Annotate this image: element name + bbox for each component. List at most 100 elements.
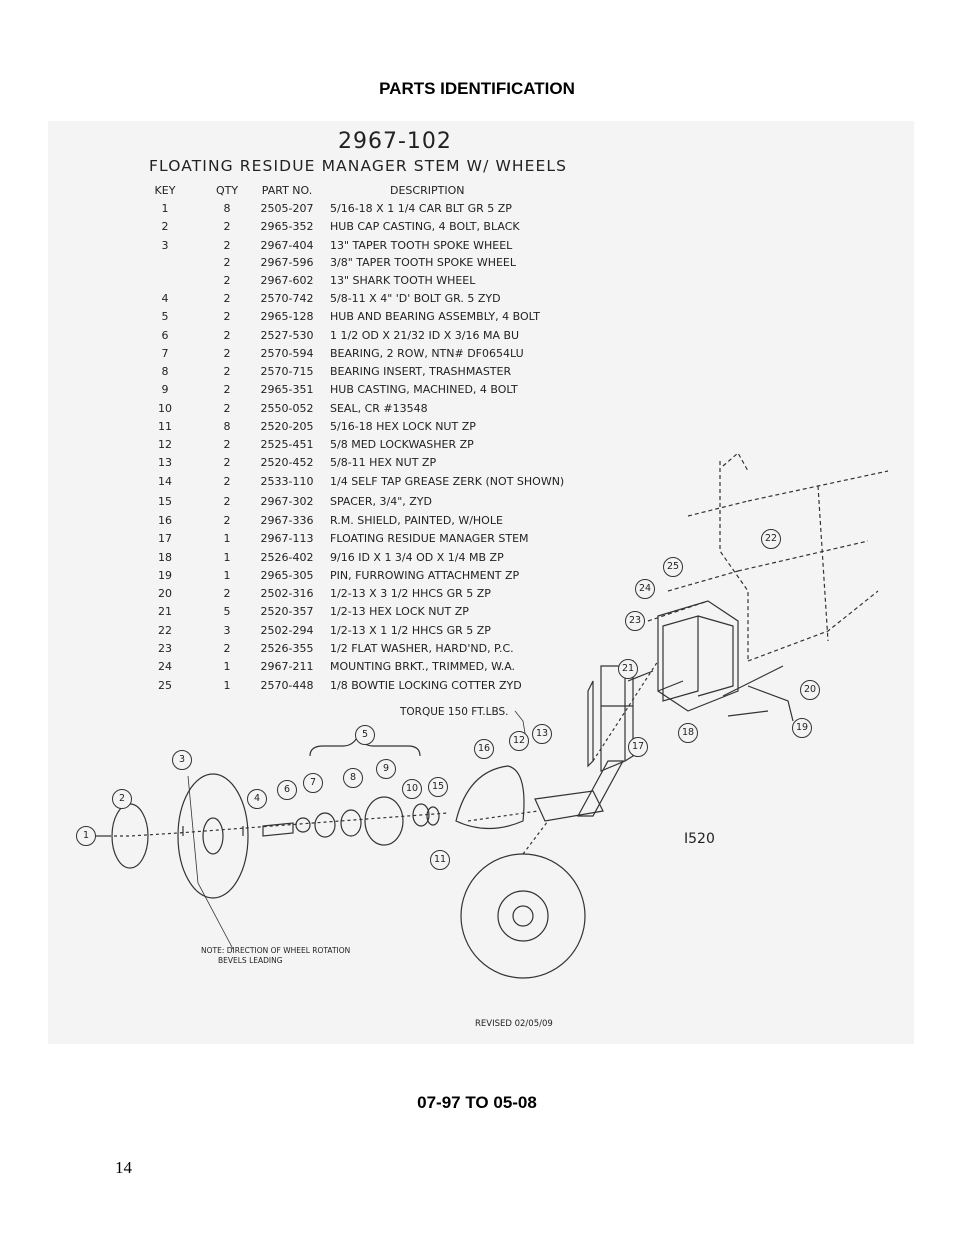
part-qty: 2 — [223, 365, 231, 378]
part-qty: 1 — [223, 679, 231, 692]
part-qty: 2 — [223, 438, 231, 451]
part-number: 2965-351 — [260, 383, 314, 396]
page-number: 14 — [115, 1158, 132, 1177]
stem-assembly — [576, 659, 634, 817]
part-qty: 2 — [223, 347, 231, 360]
part-key: 21 — [158, 605, 172, 618]
part-key: 1 — [161, 202, 169, 215]
part-number: 2526-355 — [260, 642, 314, 655]
part-key: 3 — [161, 239, 169, 252]
header-qty: QTY — [215, 184, 239, 197]
part-description: 1/8 BOWTIE LOCKING COTTER ZYD — [330, 679, 522, 692]
part-number: 2527-530 — [260, 329, 314, 342]
part-qty: 5 — [223, 605, 231, 618]
part-number: 2570-742 — [260, 292, 314, 305]
part-description: 5/16-18 X 1 1/4 CAR BLT GR 5 ZP — [330, 202, 512, 215]
shield — [455, 765, 525, 830]
part-qty: 2 — [223, 256, 231, 269]
part-number: 2525-451 — [260, 438, 314, 451]
callout-2: 2 — [112, 789, 132, 809]
drawing-subtitle: FLOATING RESIDUE MANAGER STEM W/ WHEELS — [149, 157, 568, 175]
part-qty: 2 — [223, 310, 231, 323]
part-description: 13" SHARK TOOTH WHEEL — [330, 274, 476, 287]
part-number: 2967-113 — [260, 532, 314, 545]
part-description: R.M. SHIELD, PAINTED, W/HOLE — [330, 514, 503, 527]
part-key: 10 — [158, 402, 172, 415]
part-key: 20 — [158, 587, 172, 600]
part-qty: 2 — [223, 475, 231, 488]
part-description: BEARING INSERT, TRASHMASTER — [330, 365, 512, 378]
callout-22: 22 — [761, 529, 781, 549]
part-qty: 2 — [223, 292, 231, 305]
callout-3: 3 — [172, 750, 192, 770]
part-number: 2967-404 — [260, 239, 314, 252]
part-description: FLOATING RESIDUE MANAGER STEM — [330, 532, 529, 545]
callout-24: 24 — [635, 579, 655, 599]
part-number: 2520-205 — [260, 420, 314, 433]
part-key: 6 — [161, 329, 169, 342]
callout-21: 21 — [618, 659, 638, 679]
rotation-note: NOTE: DIRECTION OF WHEEL ROTATION BEVELS… — [201, 946, 350, 966]
part-qty: 2 — [223, 239, 231, 252]
part-key: 12 — [158, 438, 172, 451]
part-qty: 2 — [223, 495, 231, 508]
part-key: 18 — [158, 551, 172, 564]
part-qty: 2 — [223, 402, 231, 415]
part-qty: 1 — [223, 532, 231, 545]
part-key: 8 — [161, 365, 169, 378]
part-key: 14 — [158, 475, 172, 488]
part-description: BEARING, 2 ROW, NTN# DF0654LU — [330, 347, 524, 360]
callout-6: 6 — [277, 780, 297, 800]
callout-9: 9 — [376, 759, 396, 779]
part-key: 25 — [158, 679, 172, 692]
part-key: 23 — [158, 642, 172, 655]
part-key: 15 — [158, 495, 172, 508]
part-description: HUB AND BEARING ASSEMBLY, 4 BOLT — [330, 310, 540, 323]
part-number: 2502-294 — [260, 624, 314, 637]
part-number: 2965-352 — [260, 220, 314, 233]
callout-5: 5 — [355, 725, 375, 745]
part-key: 19 — [158, 569, 172, 582]
header-part-no: PART NO. — [261, 184, 313, 197]
part-description: 3/8" TAPER TOOTH SPOKE WHEEL — [330, 256, 517, 269]
part-number: 2967-602 — [260, 274, 314, 287]
part-number: 2965-305 — [260, 569, 314, 582]
callout-13: 13 — [532, 724, 552, 744]
part-key: 7 — [161, 347, 169, 360]
part-number: 2570-715 — [260, 365, 314, 378]
callout-4: 4 — [247, 789, 267, 809]
part-description: HUB CAP CASTING, 4 BOLT, BLACK — [330, 220, 520, 233]
exploded-parts-drawing: 2967-102 FLOATING RESIDUE MANAGER STEM W… — [48, 121, 914, 1044]
part-number: 2570-594 — [260, 347, 314, 360]
part-description: 1/2-13 HEX LOCK NUT ZP — [330, 605, 469, 618]
callout-11: 11 — [430, 850, 450, 870]
part-description: 5/8 MED LOCKWASHER ZP — [330, 438, 474, 451]
part-description: 1/2-13 X 1 1/2 HHCS GR 5 ZP — [330, 624, 491, 637]
callout-7: 7 — [303, 773, 323, 793]
part-key: 17 — [158, 532, 172, 545]
rotation-note-line2: BEVELS LEADING — [218, 956, 283, 965]
part-description: SEAL, CR #13548 — [330, 402, 428, 415]
header-key: KEY — [154, 184, 176, 197]
part-qty: 2 — [223, 514, 231, 527]
part-qty: 3 — [223, 624, 231, 637]
lower-wheel — [460, 853, 586, 979]
callout-18: 18 — [678, 723, 698, 743]
part-description: HUB CASTING, MACHINED, 4 BOLT — [330, 383, 518, 396]
part-description: SPACER, 3/4", ZYD — [330, 495, 432, 508]
part-key: 24 — [158, 660, 172, 673]
torque-note: TORQUE 150 FT.LBS. — [400, 706, 509, 718]
part-qty: 1 — [223, 551, 231, 564]
part-qty: 2 — [223, 274, 231, 287]
part-description: 1/2-13 X 3 1/2 HHCS GR 5 ZP — [330, 587, 491, 600]
part-description: 5/8-11 X 4" 'D' BOLT GR. 5 ZYD — [330, 292, 501, 305]
part-description: 5/16-18 HEX LOCK NUT ZP — [330, 420, 476, 433]
callout-1: 1 — [76, 826, 96, 846]
date-range: 07-97 TO 05-08 — [417, 1093, 537, 1112]
drawing-number: 2967-102 — [338, 129, 452, 154]
part-description: PIN, FURROWING ATTACHMENT ZP — [330, 569, 520, 582]
callout-12: 12 — [509, 731, 529, 751]
part-description: 1/4 SELF TAP GREASE ZERK (NOT SHOWN) — [330, 475, 565, 488]
part-number: 2965-128 — [260, 310, 314, 323]
part-number: 2967-211 — [260, 660, 314, 673]
